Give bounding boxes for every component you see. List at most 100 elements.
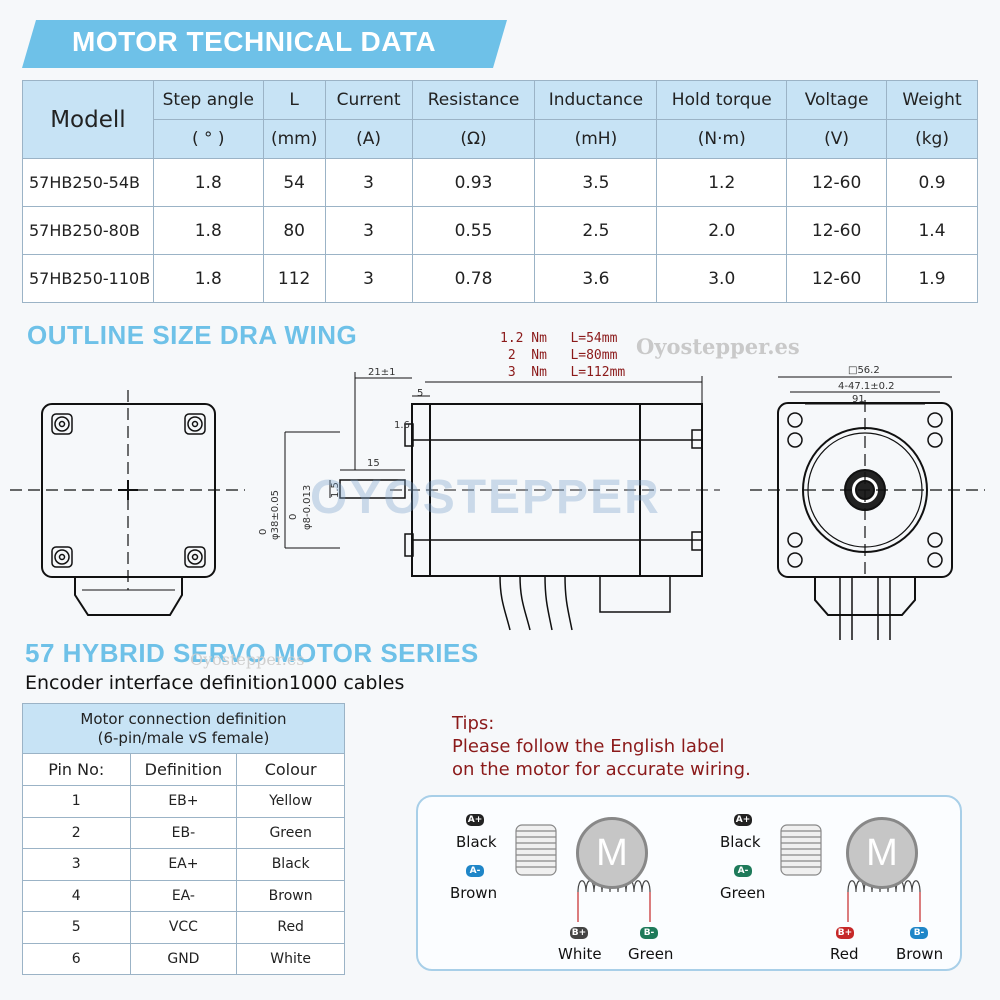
cell: VCC [129,911,238,944]
cell: 1.4 [886,206,978,255]
cell: 1 [22,785,131,818]
green-wire-icon: B- [640,927,658,939]
cell: EA- [129,879,238,912]
pin-caption-line-2: (6-pin/male vS female) [97,728,270,747]
tips-block: Tips: Please follow the English label on… [452,712,751,781]
unit-resistance: (Ω) [411,119,536,159]
cell: EB- [129,816,238,849]
motor-letter: M [866,832,898,874]
cell: 3 [22,848,131,881]
pin-table-header-row: Pin No: Definition Colour [22,753,345,786]
dim-47: 4-47.1±0.2 [838,381,895,392]
cell: Red [236,911,345,944]
col-resistance: Resistance [411,80,536,120]
dim-zero-1: 0 [258,528,269,535]
col-step-angle: Step angle [152,80,264,120]
col-length: L [262,80,326,120]
col-weight: Weight [886,80,978,120]
wire-label-black: Black [720,833,761,851]
tips-line-2: on the motor for accurate wiring. [452,759,751,780]
dim-5: 5 [417,388,424,399]
cell: 4 [22,879,131,912]
series-subtitle: Encoder interface definition1000 cables [25,672,405,694]
brown-wire-icon: A- [466,865,484,877]
table-row: 57HB250-110B 1.8 112 3 0.78 3.6 3.0 12-6… [22,254,978,303]
pin-table-caption: Motor connection definition (6-pin/male … [22,703,345,754]
cell: 0.78 [411,254,536,303]
cell: 112 [262,254,326,303]
unit-current: (A) [324,119,413,159]
specs-unit-row: ( ° ) (mm) (A) (Ω) (mH) (N·m) (V) (kg) [23,119,978,159]
wire-label-green: Green [720,884,766,902]
pin-caption-line-1: Motor connection definition [80,709,287,728]
col-colour: Colour [236,753,345,786]
outline-title: OUTLINE SIZE DRA WING [27,320,358,350]
table-row: 57HB250-80B 1.8 80 3 0.55 2.5 2.0 12-60 … [22,206,978,255]
wiring-panel: M A+ Black A- Brown B+ White B- Green M … [416,795,962,971]
black-wire-icon: A+ [466,814,484,826]
unit-hold-torque: (N·m) [656,119,788,159]
specs-table: Modell Step angle L Current Resistance I… [22,80,978,303]
cell: 2 [22,816,131,849]
cell: Green [236,816,345,849]
cell: 3.6 [534,254,658,303]
cell: 0.9 [886,158,978,207]
motor-icon: M [576,817,648,889]
pin-table: Motor connection definition (6-pin/male … [22,703,345,975]
black-wire-icon: A+ [734,814,752,826]
dim-1-6: 1.6 [394,420,410,431]
cell: 54 [262,158,326,207]
banner-shape [22,20,507,68]
cell: EA+ [129,848,238,881]
cell: 1.2 [656,158,788,207]
torque-line-1: 1.2 Nm L=54mm [500,331,618,346]
cell: White [236,942,345,975]
cell: 1.9 [886,254,978,303]
cell: 0.93 [411,158,536,207]
cell: 3 [324,158,413,207]
wire-label-red: Red [830,945,859,963]
cell: 1.8 [152,206,264,255]
cell: Brown [236,879,345,912]
cell: 3 [324,254,413,303]
cell: 1.8 [152,254,264,303]
cell-model: 57HB250-80B [22,206,154,255]
col-hold-torque: Hold torque [656,80,788,120]
logo-watermark: OYOSTEPPER [310,471,661,524]
motor-letter: M [596,832,628,874]
cell: EB+ [129,785,238,818]
cell: 6 [22,942,131,975]
cell: 12-60 [786,158,888,207]
col-voltage: Voltage [786,80,888,120]
front-view-drawing [10,390,245,616]
cell: 1.8 [152,158,264,207]
end-view-drawing [750,376,985,640]
torque-line-3: 3 Nm L=112mm [500,365,626,380]
cell-model: 57HB250-110B [22,254,154,303]
specs-header-row: Modell Step angle L Current Resistance I… [22,80,978,159]
cell: GND [129,942,238,975]
wire-label-brown: Brown [450,884,498,902]
col-modell: Modell [22,80,154,159]
pin-table-caption-row: Motor connection definition (6-pin/male … [22,703,345,754]
table-row: 57HB250-54B 1.8 54 3 0.93 3.5 1.2 12-60 … [22,158,978,207]
wire-label-white: White [558,945,602,963]
wire-label-green: Green [628,945,674,963]
brown-wire-icon: B- [910,927,928,939]
col-inductance: Inductance [534,80,658,120]
unit-length: (mm) [262,119,326,159]
red-wire-icon: B+ [836,927,854,939]
series-watermark: Oyostepper.es [190,650,305,669]
col-definition: Definition [129,753,238,786]
white-wire-icon: B+ [570,927,588,939]
cell: 5 [22,911,131,944]
page-title: MOTOR TECHNICAL DATA [72,26,437,57]
unit-inductance: (mH) [534,119,658,159]
cell: 80 [262,206,326,255]
watermark-text: Oyostepper.es [636,334,800,359]
